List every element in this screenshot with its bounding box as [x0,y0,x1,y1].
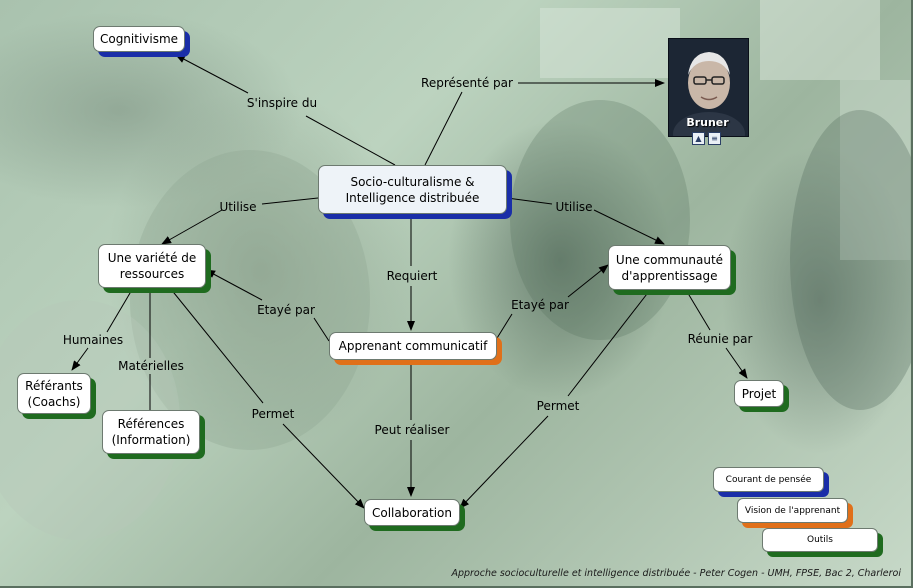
link-label-etaye-right: Etayé par [511,298,569,312]
legend-vision-apprenant: Vision de l'apprenant [737,498,848,523]
portrait-image [669,39,748,136]
link-label-humaines: Humaines [62,333,124,347]
link-label-peut-realiser: Peut réaliser [374,423,450,437]
legend-courant-de-pensee: Courant de pensée [713,467,824,492]
link-label-permet-right: Permet [536,399,580,413]
document-resource-icon[interactable]: ≡ [708,132,721,145]
node-apprenant-communicatif[interactable]: Apprenant communicatif [329,332,497,360]
person-name: Bruner [686,116,729,129]
link-label-represente: Représenté par [421,76,513,90]
node-projet[interactable]: Projet [734,380,784,407]
link-label-requiert: Requiert [386,269,438,283]
link-label-etaye-left: Etayé par [257,303,315,317]
node-variete-ressources[interactable]: Une variété de ressources [98,244,206,288]
footer-caption: Approche socioculturelle et intelligence… [451,568,901,579]
node-collaboration[interactable]: Collaboration [364,499,460,526]
bruner-portrait[interactable] [668,38,749,137]
link-label-utilise-left: Utilise [219,200,257,214]
node-referants[interactable]: Référants (Coachs) [17,373,91,414]
link-label-utilise-right: Utilise [555,200,593,214]
link-label-reunie: Réunie par [687,332,753,346]
link-label-inspire: S'inspire du [246,96,318,110]
node-references[interactable]: Références (Information) [102,410,200,454]
link-label-permet-left: Permet [251,407,295,421]
node-cognitivisme[interactable]: Cognitivisme [93,26,185,52]
image-resource-icon[interactable]: ▲ [692,132,705,145]
legend-outils: Outils [762,528,878,552]
node-socio-culturalisme[interactable]: Socio-culturalisme & Intelligence distri… [318,165,507,214]
link-label-materielles: Matérielles [118,359,184,373]
node-communaute-apprentissage[interactable]: Une communauté d'apprentissage [608,245,731,290]
